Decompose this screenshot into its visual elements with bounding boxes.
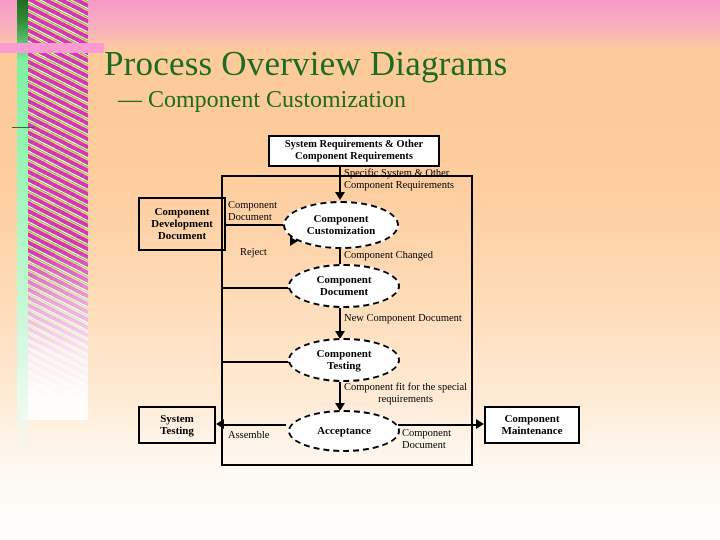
page-subtitle: — Component Customization	[118, 87, 406, 113]
node-document-line1: Component	[316, 273, 372, 286]
node-system-requirements-line1: System Requirements & Other	[284, 139, 424, 151]
node-system-testing-line1: System	[160, 412, 194, 425]
edge-label-new-component-document: New Component Document	[344, 313, 462, 324]
edge-requirements-to-customization	[339, 167, 341, 196]
process-overview-diagram: System Requirements & Other Component Re…	[130, 130, 610, 480]
texture-fade-overlay	[22, 0, 88, 420]
edge-label-specific-line1: Specific System & Other	[344, 168, 450, 179]
edge-label-specific-requirements: Specific System & Other Component Requir…	[344, 168, 454, 192]
node-component-development-document[interactable]: Component Development Document	[138, 197, 226, 251]
edge-label-compdoc-out-line2: Document	[402, 440, 446, 452]
arrowhead-testing-to-acceptance	[335, 403, 345, 411]
node-testing-line2: Testing	[327, 360, 361, 372]
edge-label-compdoc-out-line1: Component	[402, 428, 451, 439]
green-accent-band	[17, 0, 28, 460]
edge-devdoc-to-customization	[224, 224, 292, 226]
node-component-maintenance[interactable]: Component Maintenance	[484, 406, 580, 444]
edge-label-specific-line2: Component Requirements	[344, 180, 454, 192]
node-customization-line2: Customization	[306, 225, 376, 237]
page-title: Process Overview Diagrams	[104, 44, 508, 83]
edge-label-fit-line1: Component fit for the special	[344, 382, 468, 393]
edge-label-component-changed: Component Changed	[344, 250, 433, 261]
node-comp-dev-doc-line1: Component	[154, 205, 210, 218]
edge-label-assemble: Assemble	[228, 430, 270, 441]
arrowhead-acceptance-to-maintenance	[476, 419, 484, 429]
node-component-document[interactable]: Component Document	[288, 264, 400, 308]
node-testing-line1: Component	[316, 347, 372, 360]
node-system-requirements-line2: Component Requirements	[295, 151, 413, 162]
edge-testing-to-acceptance	[339, 382, 341, 409]
node-maintenance-line1: Component	[504, 412, 560, 425]
node-comp-dev-doc-line2: Development	[151, 217, 213, 230]
connector-frame-to-testing	[223, 361, 293, 363]
arrowhead-reject	[290, 236, 298, 246]
decorative-texture-strip	[22, 0, 88, 420]
arrowhead-document-to-testing	[335, 331, 345, 339]
edge-label-component-fit: Component fit for the special requiremen…	[344, 382, 467, 406]
edge-acceptance-to-system-testing	[224, 424, 286, 426]
edge-acceptance-to-maintenance	[398, 424, 478, 426]
node-maintenance-line2: Maintenance	[501, 425, 563, 437]
green-tick-mark	[12, 127, 34, 128]
edge-label-reject: Reject	[240, 247, 267, 258]
node-system-testing-line2: Testing	[160, 425, 194, 437]
node-document-line2: Document	[319, 286, 369, 298]
diagram-frame	[221, 175, 473, 466]
arrowhead-acceptance-to-system-testing	[216, 419, 224, 429]
edge-document-to-testing	[339, 308, 341, 337]
node-component-customization[interactable]: Component Customization	[283, 201, 399, 249]
edge-label-fit-line2: requirements	[378, 394, 433, 406]
edge-customization-to-document	[339, 249, 341, 275]
pink-accent-bar	[0, 43, 104, 53]
edge-label-component-document-in: Component Document	[228, 200, 277, 224]
edge-label-component-document-out: Component Document	[402, 428, 451, 452]
edge-label-compdoc-in-line1: Component	[228, 200, 277, 211]
node-system-requirements[interactable]: System Requirements & Other Component Re…	[268, 135, 440, 167]
node-acceptance[interactable]: Acceptance	[288, 410, 400, 452]
node-system-testing[interactable]: System Testing	[138, 406, 216, 444]
node-component-testing[interactable]: Component Testing	[288, 338, 400, 382]
edge-label-compdoc-in-line2: Document	[228, 212, 272, 224]
node-comp-dev-doc-line3: Document	[157, 230, 207, 243]
node-customization-line1: Component	[313, 212, 369, 225]
connector-frame-to-document	[223, 287, 293, 289]
arrowhead-requirements-to-customization	[335, 192, 345, 200]
node-acceptance-label: Acceptance	[317, 424, 371, 437]
